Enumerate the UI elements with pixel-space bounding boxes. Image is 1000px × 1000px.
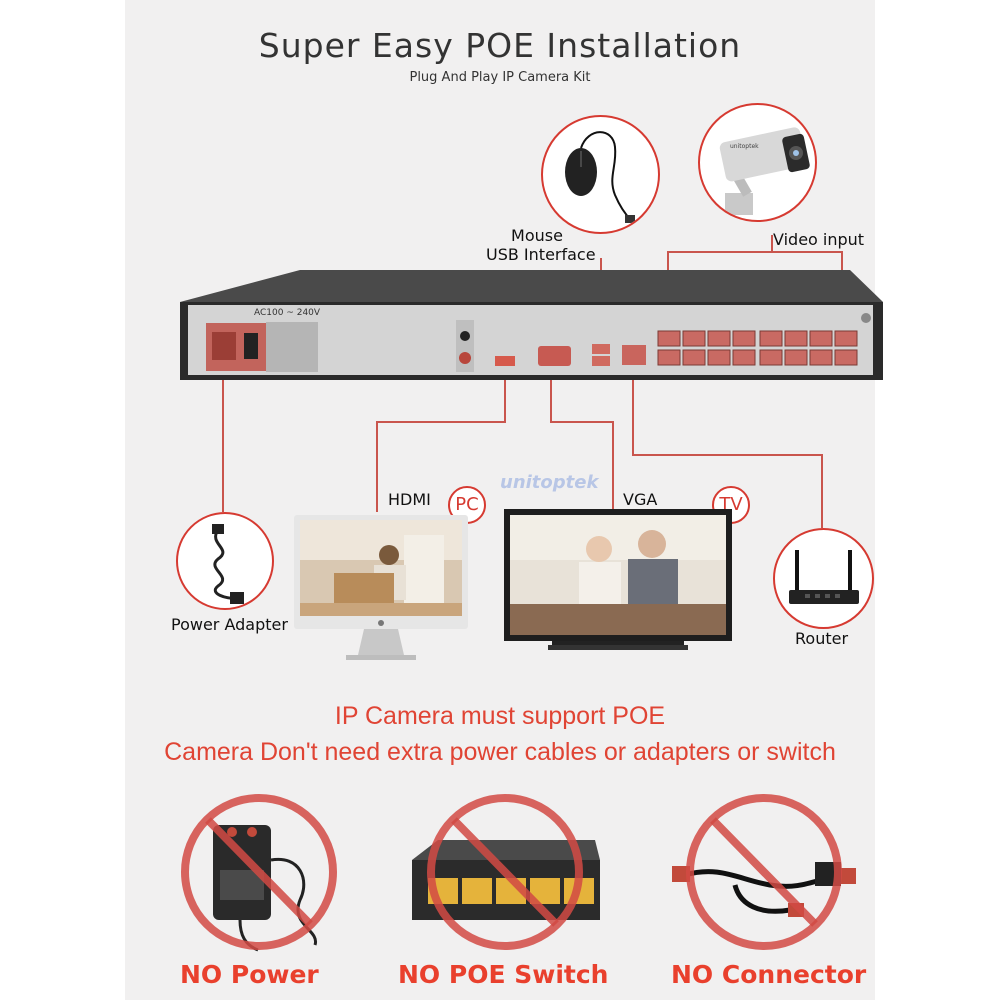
poe-port-16 — [834, 349, 858, 366]
poe-port-10 — [784, 330, 808, 347]
power-adapter-circle — [176, 512, 274, 610]
poe-port-4 — [732, 330, 756, 347]
router-circle — [773, 528, 874, 629]
ac-voltage-label: AC100 ~ 240V — [254, 308, 321, 318]
watermark: unitoptek — [500, 472, 599, 493]
mouse-label-line1: Mouse — [511, 226, 563, 245]
hdmi-label: HDMI — [388, 490, 431, 509]
poe-port-11 — [809, 330, 833, 347]
poe-port-13 — [759, 349, 783, 366]
mouse-icon — [565, 131, 635, 223]
poe-port-5 — [657, 349, 681, 366]
page-subtitle: Plug And Play IP Camera Kit — [409, 70, 591, 85]
vga-label: VGA — [623, 490, 658, 509]
poe-port-8 — [732, 349, 756, 366]
mouse-circle — [541, 115, 660, 234]
poe-port-12 — [834, 330, 858, 347]
tv-screen — [504, 509, 732, 653]
router-icon — [789, 550, 859, 604]
power-adapter-label: Power Adapter — [171, 615, 288, 634]
svg-text:unitoptek: unitoptek — [730, 143, 759, 150]
no-power-label: NO Power — [180, 960, 319, 989]
poe-requirement-text: IP Camera must support POE — [334, 702, 666, 730]
no-connector-label: NO Connector — [671, 960, 867, 989]
pc-badge: PC — [448, 486, 486, 524]
poe-port-3 — [707, 330, 731, 347]
page-title: Super Easy POE Installation — [258, 26, 742, 65]
poe-port-14 — [784, 349, 808, 366]
bullet-camera-icon: unitoptek — [719, 127, 810, 215]
mouse-label-line2: USB Interface — [486, 245, 596, 264]
pc-monitor — [294, 515, 468, 662]
router-label: Router — [795, 629, 849, 648]
power-cable-icon — [212, 524, 244, 604]
poe-port-1 — [657, 330, 681, 347]
no-poe-switch-label: NO POE Switch — [398, 960, 609, 989]
no-extra-power-text: Camera Don't need extra power cables or … — [164, 738, 836, 766]
video-input-label: Video input — [773, 230, 865, 249]
poe-port-15 — [809, 349, 833, 366]
poe-port-7 — [707, 349, 731, 366]
poe-port-9 — [759, 330, 783, 347]
mouse-label: Mouse USB Interface — [486, 226, 596, 264]
poe-port-2 — [682, 330, 706, 347]
camera-circle: unitoptek — [698, 103, 817, 222]
poe-port-6 — [682, 349, 706, 366]
